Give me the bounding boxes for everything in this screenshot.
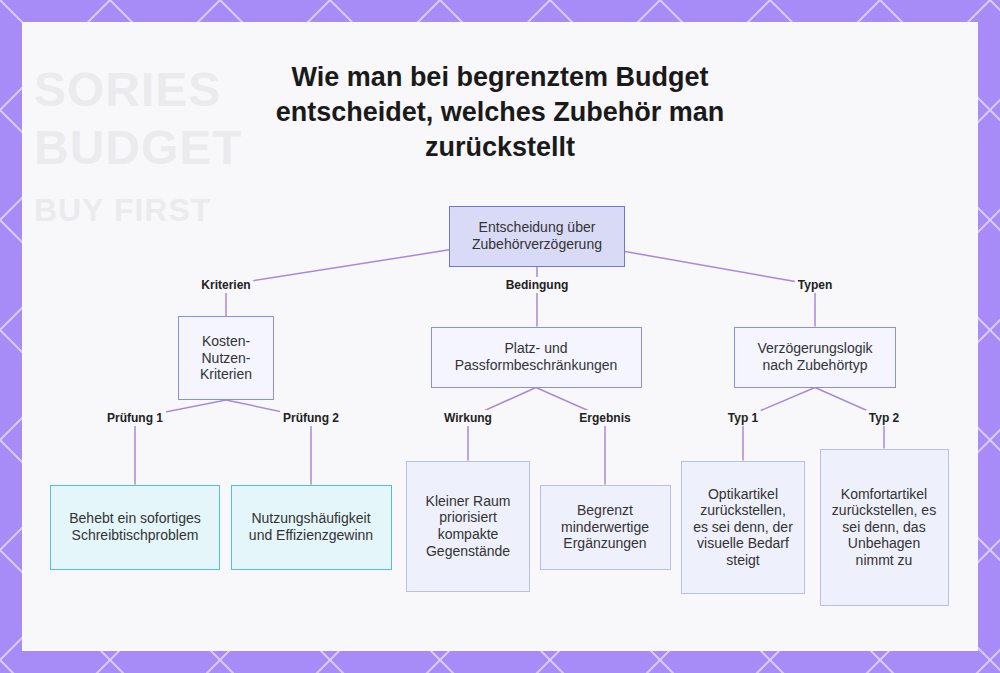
- box-text: Komfortartikel zurückstellen, es sei den…: [831, 486, 938, 569]
- connector: [625, 252, 815, 327]
- edge-label: Typen: [795, 277, 835, 293]
- box-text: Begrenzt minderwertige Ergänzungen: [551, 502, 660, 552]
- watermark-text: BUY FIRST: [34, 192, 211, 229]
- box-text: Kosten-Nutzen-Kriterien: [189, 333, 263, 383]
- edge-label: Typ 1: [725, 410, 761, 426]
- box-text: Entscheidung über Zubehörverzögerung: [460, 219, 614, 252]
- edge-label: Bedingung: [503, 277, 572, 293]
- process-box: Kosten-Nutzen-Kriterien: [178, 316, 274, 400]
- connector: [226, 250, 449, 316]
- diagram-title: Wie man bei begrenztem Budget entscheide…: [240, 60, 760, 165]
- watermark-text: BUDGET: [34, 120, 243, 175]
- edge-label: Prüfung 1: [104, 410, 166, 426]
- process-box: Begrenzt minderwertige Ergänzungen: [540, 485, 671, 570]
- box-text: Behebt ein sofortiges Schreibtischproble…: [61, 510, 209, 543]
- edge-label: Prüfung 2: [280, 410, 342, 426]
- process-box: Komfortartikel zurückstellen, es sei den…: [820, 449, 949, 606]
- box-text: Optikartikel zurückstellen, es sei denn,…: [692, 486, 794, 569]
- watermark-text: SORIES: [34, 62, 221, 117]
- edge-label: Typ 2: [866, 410, 902, 426]
- box-text: Verzögerungslogik nach Zubehörtyp: [745, 340, 885, 373]
- connector: [536, 267, 538, 327]
- process-box: Kleiner Raum priorisiert kompakte Gegens…: [406, 461, 530, 592]
- process-box: Nutzungshäufigkeit und Effizienzgewinn: [231, 485, 392, 570]
- connector: [536, 388, 605, 485]
- box-text: Nutzungshäufigkeit und Effizienzgewinn: [242, 510, 381, 543]
- process-box: Verzögerungslogik nach Zubehörtyp: [734, 327, 896, 388]
- process-box: Behebt ein sofortiges Schreibtischproble…: [50, 485, 220, 570]
- edge-label: Kriterien: [198, 277, 253, 293]
- edge-label: Ergebnis: [576, 410, 633, 426]
- panel: [22, 22, 978, 651]
- box-text: Platz- und Passformbeschränkungen: [442, 340, 631, 373]
- process-box: Platz- und Passformbeschränkungen: [431, 327, 642, 388]
- edge-label: Wirkung: [441, 410, 495, 426]
- process-box: Optikartikel zurückstellen, es sei denn,…: [681, 461, 805, 594]
- box-text: Kleiner Raum priorisiert kompakte Gegens…: [417, 493, 519, 559]
- root-box: Entscheidung über Zubehörverzögerung: [449, 206, 625, 267]
